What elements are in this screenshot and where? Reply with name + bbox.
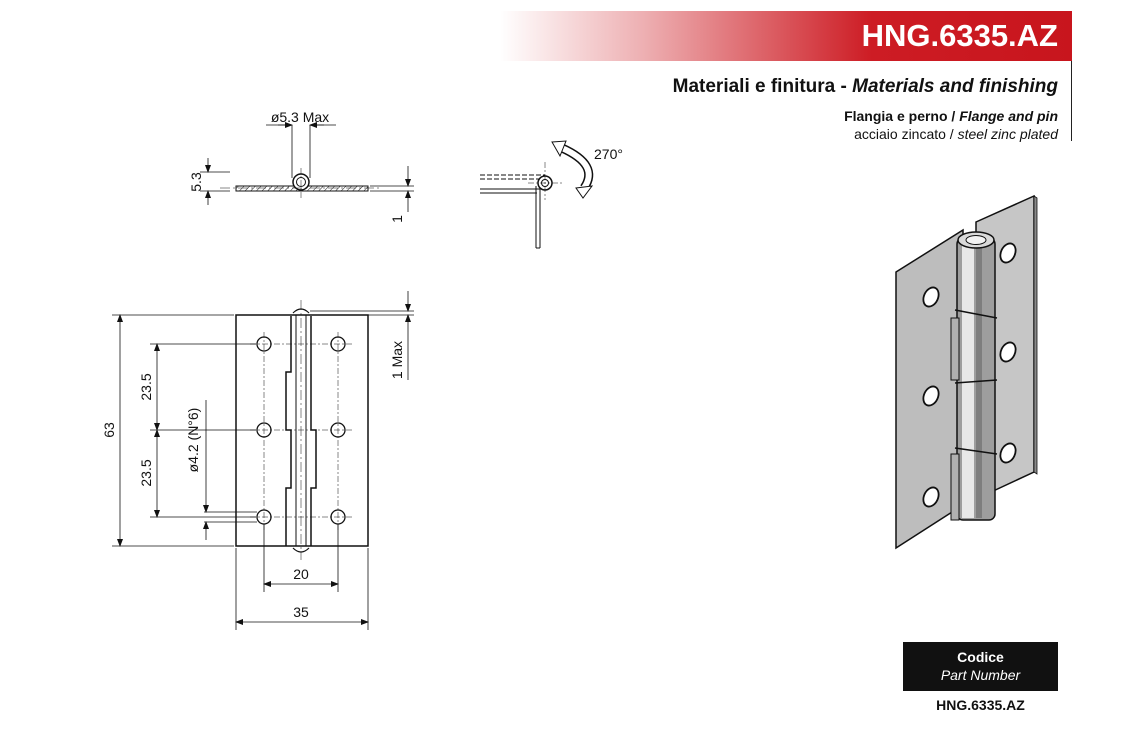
dim-pin-diameter: ø5.3 Max (271, 109, 329, 125)
hinge-illustration (895, 194, 1038, 550)
finish-it: acciaio zincato / (854, 126, 958, 142)
flange-it: Flangia e perno / (844, 108, 960, 124)
part-number-value: HNG.6335.AZ (936, 697, 1025, 713)
dim-holes: ø4.2 (N°6) (185, 408, 201, 473)
header-divider (1071, 61, 1072, 141)
rotation-view: 270° (480, 140, 623, 249)
section-view: ø5.3 Max 5.3 1 (188, 109, 414, 223)
dim-thickness-h: 5.3 (188, 172, 204, 192)
dim-spacing-upper: 23.5 (138, 373, 154, 400)
dim-plate-thickness: 1 (389, 215, 405, 223)
finish-en: steel zinc plated (957, 126, 1058, 142)
materials-finish: acciaio zincato / steel zinc plated (854, 126, 1058, 142)
materials-title-it: Materiali e finitura - (672, 76, 853, 97)
dim-hole-spacing: 20 (293, 566, 309, 582)
flange-en: Flange and pin (959, 108, 1058, 124)
materials-title-en: Materials and finishing (852, 76, 1058, 97)
dim-height: 63 (101, 422, 117, 438)
dim-width: 35 (293, 604, 309, 620)
part-label-en: Part Number (940, 667, 1021, 683)
front-view: 1 Max 63 23.5 23.5 ø4.2 (N°6) 20 (101, 291, 414, 630)
materials-title: Materiali e finitura - Materials and fin… (673, 76, 1058, 98)
materials-flange: Flangia e perno / Flange and pin (844, 108, 1058, 124)
dim-spacing-lower: 23.5 (138, 459, 154, 486)
part-number-box: Codice Part Number (903, 642, 1058, 691)
part-label-it: Codice (957, 649, 1004, 665)
header-banner (500, 11, 1072, 61)
dim-rotation: 270° (594, 146, 623, 162)
dim-top-offset: 1 Max (389, 341, 405, 379)
header-part-code: HNG.6335.AZ (861, 18, 1058, 53)
